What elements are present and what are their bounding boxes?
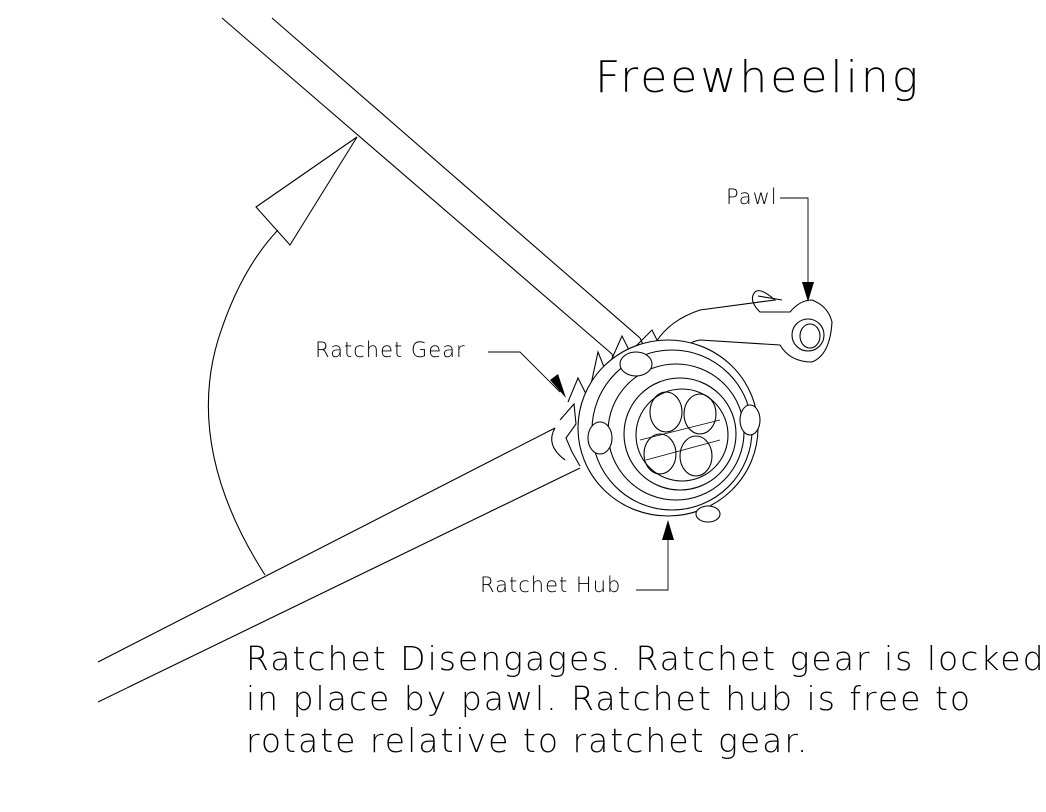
description-line-3: rotate relative to ratchet gear.	[246, 721, 809, 760]
lower-arm	[97, 427, 581, 703]
ratchet-hub	[577, 339, 761, 523]
rotation-arrow	[207, 136, 358, 576]
ratchet-gear-label: Ratchet Gear	[315, 338, 466, 362]
diagram-title: Freewheeling	[595, 52, 921, 103]
pawl-leader: Pawl	[726, 185, 814, 302]
description-line-2: in place by pawl. Ratchet hub is free to	[246, 679, 972, 718]
upper-arm	[221, 17, 648, 376]
ratchet-hub-label: Ratchet Hub	[480, 573, 621, 597]
description-line-1: Ratchet Disengages. Ratchet gear is lock…	[246, 639, 1046, 678]
ratchet-gear-leader: Ratchet Gear	[315, 338, 566, 398]
pawl	[655, 290, 833, 363]
description: Ratchet Disengages. Ratchet gear is lock…	[246, 639, 1046, 760]
ratchet-hub-leader: Ratchet Hub	[480, 520, 674, 597]
pawl-label: Pawl	[726, 185, 778, 209]
